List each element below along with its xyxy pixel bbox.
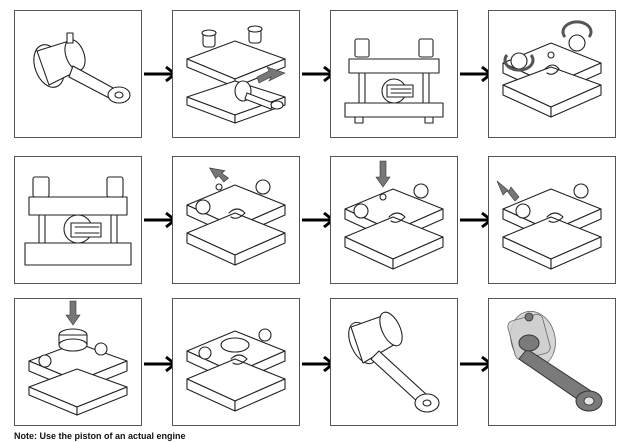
step-6-panel <box>172 156 300 284</box>
piston-rod-icon <box>348 311 440 413</box>
jig-assembled-icon <box>186 328 286 412</box>
step-11-panel <box>330 298 458 426</box>
jig-front-icon <box>344 38 444 124</box>
jig-front-icon <box>24 176 132 266</box>
jig-rotate-screws-icon <box>502 20 602 118</box>
step-1-panel <box>14 10 142 138</box>
step-7-panel <box>330 156 458 284</box>
step-4-panel <box>488 10 616 138</box>
piston-rod-icon <box>33 32 131 104</box>
step-2-panel <box>172 10 300 138</box>
jig-press-down-icon <box>344 160 444 270</box>
step-5-panel <box>14 156 142 284</box>
jig-insert-pin-icon <box>496 180 602 270</box>
step-10-panel <box>172 298 300 426</box>
exploded-jig-icon <box>186 25 286 124</box>
note-text: Note: Use the piston of an actual engine <box>14 431 186 441</box>
step-8-panel <box>488 156 616 284</box>
jig-remove-pin-icon <box>186 167 286 266</box>
step-12-panel <box>488 298 616 426</box>
step-3-panel <box>330 10 458 138</box>
piston-rod-3d-icon <box>507 310 603 412</box>
jig-push-piston-icon <box>28 300 128 416</box>
step-9-panel <box>14 298 142 426</box>
